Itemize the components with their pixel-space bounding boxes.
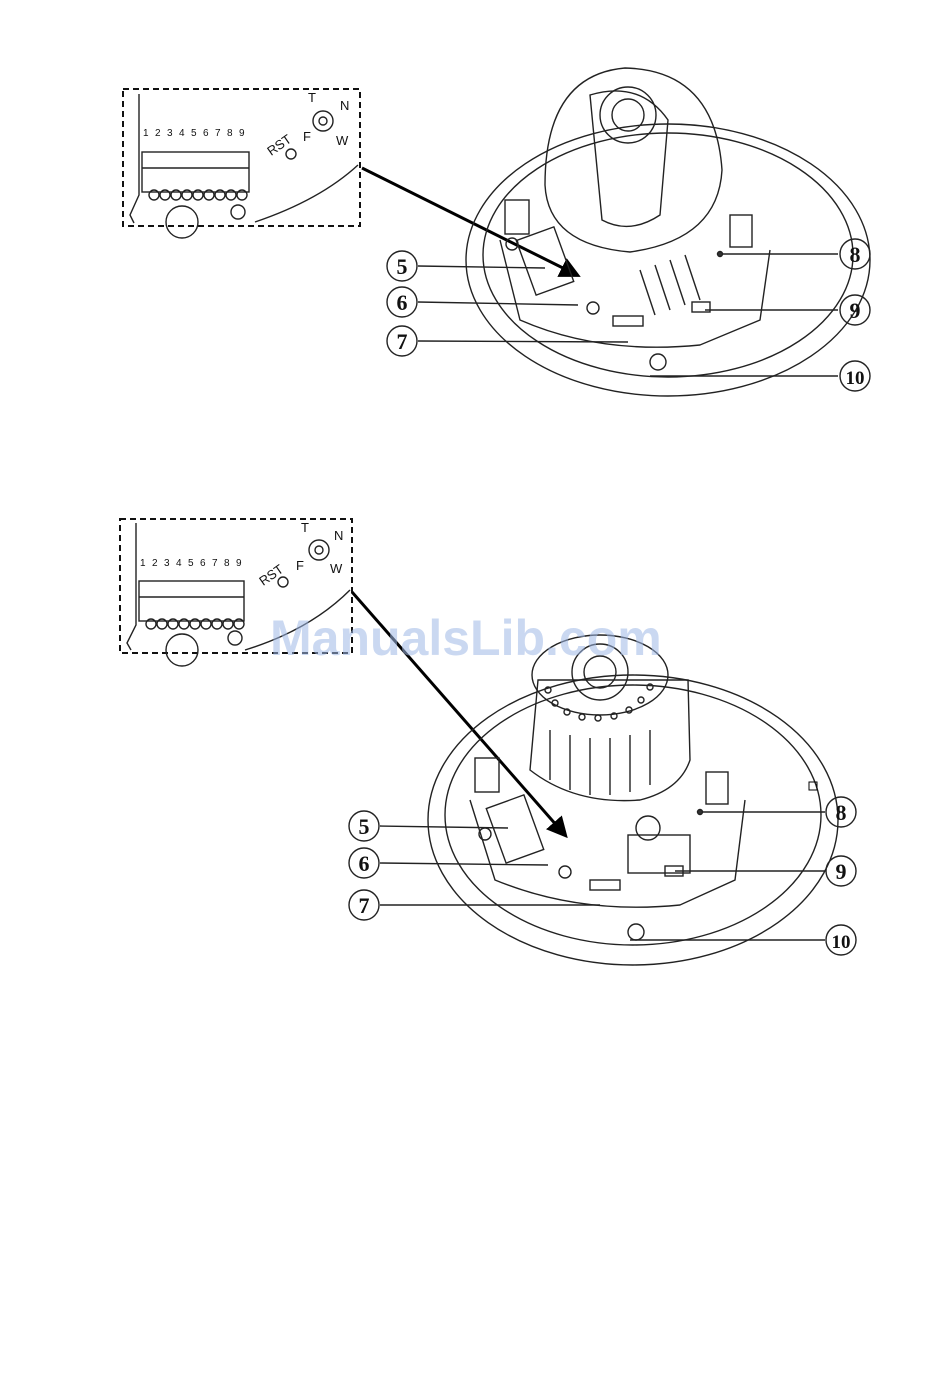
pin-2-3: 3: [164, 558, 170, 569]
pin-2-4: 4: [176, 558, 182, 569]
n-label-2: N: [334, 528, 343, 543]
pin-4: 4: [179, 128, 185, 139]
camera-2-screw-base: [628, 924, 644, 940]
callout-1-8-label: 8: [850, 242, 861, 267]
inset-1-mount-hole: [166, 206, 198, 238]
inset-1-terminal-block: [142, 152, 249, 192]
camera-2-module: [628, 835, 690, 873]
pin-6: 6: [203, 128, 209, 139]
camera-1-terminal: [516, 227, 573, 295]
camera-1-sd-slot: [613, 316, 643, 326]
inset-2-terminal-block: [139, 581, 244, 621]
inset-1: [123, 89, 360, 238]
rst-label-2: RST: [256, 561, 286, 588]
inset-2-pin-row: 1 2 3 4 5 6 7 8 9 RST F T N W: [140, 520, 343, 589]
camera-1-heatsink-fins: [640, 255, 700, 315]
callout-1-7-leader: [418, 341, 628, 342]
n-label: N: [340, 98, 349, 113]
pin-2-7: 7: [212, 558, 218, 569]
f-label-2: F: [296, 558, 304, 573]
pin-2: 2: [155, 128, 161, 139]
camera-1-lens: [600, 87, 656, 143]
inset-2-zoom-knob: [309, 540, 329, 560]
callout-1-7-label: 7: [397, 329, 408, 354]
camera-2-sd-slot: [590, 880, 620, 890]
inset-2-housing-edge: [127, 523, 136, 650]
camera-1-drawing: [466, 68, 870, 396]
inset-2-mount-hole: [166, 634, 198, 666]
camera-1-dome: [545, 68, 722, 252]
callout-2-5-leader: [380, 826, 508, 828]
camera-2-module-lens: [636, 816, 660, 840]
callout-2-7-label: 7: [359, 893, 370, 918]
callout-1-9-label: 9: [850, 298, 861, 323]
inset-2-ground-screw: [228, 631, 242, 645]
camera-1-clip-left: [505, 200, 529, 234]
w-label-2: W: [330, 561, 343, 576]
inset-2-zoom-knob-core: [315, 546, 323, 554]
inset-1-zoom-knob: [313, 111, 333, 131]
pin-7: 7: [215, 128, 221, 139]
camera-2-drawing: [428, 635, 838, 965]
t-label-2: T: [301, 520, 309, 535]
camera-1-screw-base: [650, 354, 666, 370]
callout-1-5-label: 5: [397, 254, 408, 279]
camera-2-inner-ring: [445, 685, 821, 945]
rst-label: RST: [264, 131, 294, 158]
inset-2-reset-hole: [278, 577, 288, 587]
callouts-1: [387, 239, 870, 391]
camera-1-led: [718, 252, 723, 257]
pin-2-8: 8: [224, 558, 230, 569]
callout-1-6-label: 6: [397, 290, 408, 315]
camera-2-outer-ring: [428, 675, 838, 965]
camera-2-clip-right: [706, 772, 728, 804]
pin-2-6: 6: [200, 558, 206, 569]
pin-2-2: 2: [152, 558, 158, 569]
pin-2-1: 1: [140, 558, 146, 569]
camera-2-led: [698, 810, 703, 815]
inset-1-reset-hole: [286, 149, 296, 159]
callout-2-5-label: 5: [359, 814, 370, 839]
camera-1-clip-right: [730, 215, 752, 247]
camera-1-outer-ring: [466, 124, 870, 396]
inset-1-ground-screw: [231, 205, 245, 219]
diagram-1: 1 2 3 4 5 6 7 8 9 RST F T N W: [123, 68, 870, 396]
pin-1: 1: [143, 128, 149, 139]
callout-2-9-label: 9: [836, 859, 847, 884]
inset-1-pin-row: 1 2 3 4 5 6 7 8 9 RST F T N W: [143, 90, 349, 159]
callout-2-10-label: 10: [832, 932, 851, 953]
watermark: ManualsLib.com: [270, 610, 662, 666]
pin-8: 8: [227, 128, 233, 139]
inset-1-board-arc: [255, 165, 358, 222]
pin-9: 9: [239, 128, 245, 139]
pin-2-9: 9: [236, 558, 242, 569]
callouts-2: [349, 797, 856, 955]
camera-2-body-ribs: [550, 730, 650, 795]
camera-2-clip-left: [475, 758, 499, 792]
camera-2-base-plate: [470, 800, 745, 907]
inset-1-zoom-knob-core: [319, 117, 327, 125]
pin-5: 5: [191, 128, 197, 139]
callout-2-6-label: 6: [359, 851, 370, 876]
camera-2-terminal: [486, 795, 543, 863]
callouts-2-text: 5 6 7 8 9 10: [359, 800, 851, 953]
camera-2-ir-leds: [545, 684, 653, 721]
t-label: T: [308, 90, 316, 105]
pin-2-5: 5: [188, 558, 194, 569]
camera-2-adjust-knob: [559, 866, 571, 878]
diagram-2: 1 2 3 4 5 6 7 8 9 RST F T N W: [120, 519, 856, 965]
callout-2-8-label: 8: [836, 800, 847, 825]
pin-3: 3: [167, 128, 173, 139]
callout-1-10-label: 10: [846, 368, 865, 389]
camera-1-adjust-knob: [587, 302, 599, 314]
inset-1-housing-edge: [130, 94, 139, 223]
f-label: F: [303, 129, 311, 144]
w-label: W: [336, 133, 349, 148]
callout-2-6-leader: [380, 863, 548, 865]
